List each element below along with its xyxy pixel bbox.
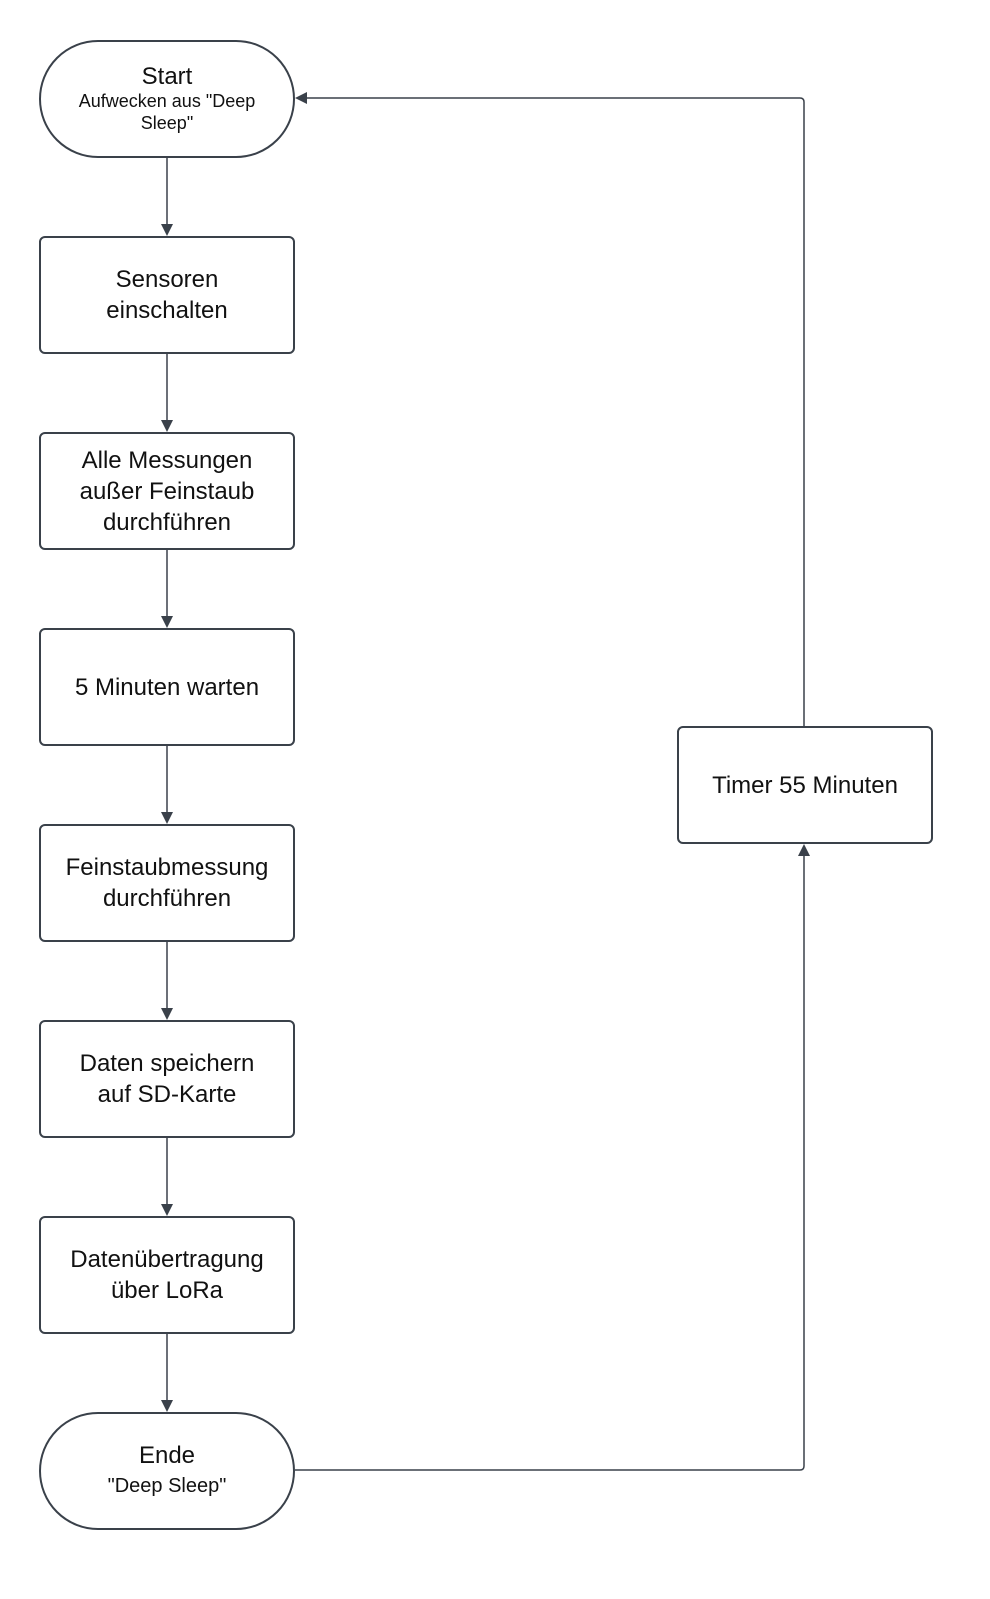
timer-label: Timer 55 Minuten [712, 771, 898, 799]
measure-all-label: Alle Messungen außer Feinstaub durchführ… [79, 446, 255, 536]
sensors-on-step: Sensoren einschalten [39, 236, 295, 354]
end-title: Ende [138, 1442, 196, 1469]
measure-all-step: Alle Messungen außer Feinstaub durchführ… [39, 432, 295, 550]
timer-step: Timer 55 Minuten [677, 726, 933, 844]
end-terminal: Ende "Deep Sleep" [39, 1412, 295, 1530]
start-subtitle: Aufwecken aus "Deep Sleep" [78, 91, 256, 133]
lora-label: Datenübertragung über LoRa [70, 1246, 264, 1304]
start-terminal: Start Aufwecken aus "Deep Sleep" [39, 40, 295, 158]
lora-step: Datenübertragung über LoRa [39, 1216, 295, 1334]
sensors-on-label: Sensoren einschalten [106, 266, 228, 324]
arrow-end-to-timer [295, 844, 810, 1471]
wait-label: 5 Minuten warten [74, 673, 260, 701]
save-sd-step: Daten speichern auf SD-Karte [39, 1020, 295, 1138]
end-subtitle: "Deep Sleep" [107, 1475, 227, 1497]
start-title: Start [141, 63, 193, 90]
wait-step: 5 Minuten warten [39, 628, 295, 746]
save-sd-label: Daten speichern auf SD-Karte [79, 1050, 255, 1108]
dust-measure-label: Feinstaubmessung durchführen [65, 854, 269, 912]
dust-measure-step: Feinstaubmessung durchführen [39, 824, 295, 942]
arrow-timer-to-start [295, 92, 805, 726]
